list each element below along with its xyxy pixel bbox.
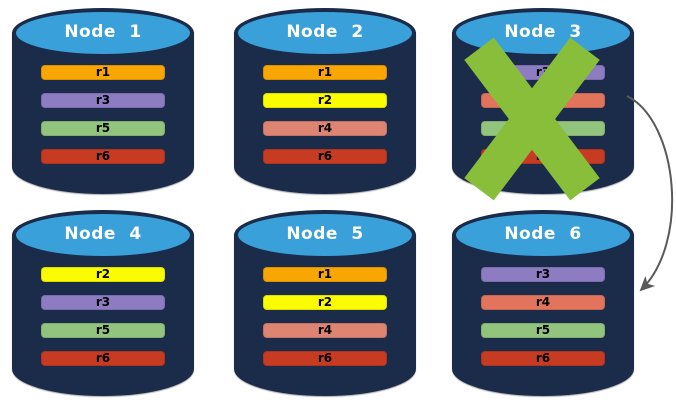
replica-label: r4 [317, 121, 333, 135]
replica-label: r5 [535, 323, 551, 337]
replica-label: r4 [535, 295, 551, 309]
replica-label: r1 [317, 65, 333, 79]
node-title: Node 3 [504, 22, 582, 42]
replica-label: r4 [535, 93, 551, 107]
node-5-cylinder: Node 5 r1 r2 r4 r6 [234, 210, 416, 396]
replica-bar: r2 [263, 295, 387, 310]
replica-label: r2 [317, 295, 333, 309]
replica-bar: r6 [263, 149, 387, 164]
database-cylinder-body [12, 32, 194, 194]
replica-bar: r6 [41, 351, 165, 366]
replica-bar: r4 [263, 323, 387, 338]
database-cylinder-top: Node 2 [234, 8, 416, 58]
node-2-cylinder: Node 2 r1 r2 r4 r6 [234, 8, 416, 194]
replica-list: r1 r2 r4 r6 [263, 65, 387, 164]
replica-label: r2 [95, 267, 111, 281]
node-title: Node 5 [286, 224, 364, 244]
replica-label: r1 [95, 65, 111, 79]
replica-bar: r5 [481, 121, 605, 136]
database-cylinder-top: Node 4 [12, 210, 194, 260]
replica-label: r3 [535, 65, 551, 79]
database-cylinder-top: Node 5 [234, 210, 416, 260]
replica-bar: r1 [263, 267, 387, 282]
node-4-cylinder: Node 4 r2 r3 r5 r6 [12, 210, 194, 396]
database-cylinder-body [234, 234, 416, 396]
replica-label: r1 [317, 267, 333, 281]
replica-bar: r6 [41, 149, 165, 164]
replica-label: r5 [95, 323, 111, 337]
node-title: Node 2 [286, 22, 364, 42]
replica-label: r6 [535, 351, 551, 365]
replica-label: r6 [317, 149, 333, 163]
replica-list: r1 r3 r5 r6 [41, 65, 165, 164]
replica-bar: r3 [41, 93, 165, 108]
replica-label: r2 [317, 93, 333, 107]
database-cylinder-top: Node 6 [452, 210, 634, 260]
replica-bar: r2 [41, 267, 165, 282]
replica-bar: r3 [481, 65, 605, 80]
database-cylinder-top: Node 3 [452, 8, 634, 58]
database-cylinder-body [12, 234, 194, 396]
replica-bar: r3 [41, 295, 165, 310]
replica-list: r3 r4 r5 r6 [481, 267, 605, 366]
node-title: Node 1 [64, 22, 142, 42]
replica-bar: r5 [481, 323, 605, 338]
node-title: Node 6 [504, 224, 582, 244]
replica-list: r2 r3 r5 r6 [41, 267, 165, 366]
database-cylinder-body [234, 32, 416, 194]
replica-bar: r3 [481, 267, 605, 282]
database-cylinder-body [452, 234, 634, 396]
replica-bar: r1 [263, 65, 387, 80]
replica-bar: r4 [263, 121, 387, 136]
replica-label: r3 [535, 267, 551, 281]
replica-label: r3 [95, 295, 111, 309]
replica-bar: r6 [481, 351, 605, 366]
replica-label: r6 [535, 149, 551, 163]
node-title: Node 4 [64, 224, 142, 244]
replica-bar: r4 [481, 93, 605, 108]
replica-bar: r1 [41, 65, 165, 80]
node-1-cylinder: Node 1 r1 r3 r5 r6 [12, 8, 194, 194]
replica-bar: r5 [41, 121, 165, 136]
node-3-cylinder: Node 3 r3 r4 r5 r6 [452, 8, 634, 201]
replica-list: r1 r2 r4 r6 [263, 267, 387, 366]
replica-label: r6 [95, 149, 111, 163]
replica-bar: r2 [263, 93, 387, 108]
replica-bar: r6 [263, 351, 387, 366]
replica-label: r6 [95, 351, 111, 365]
replica-label: r5 [95, 121, 111, 135]
node-6-cylinder: Node 6 r3 r4 r5 r6 [452, 210, 634, 396]
replica-label: r3 [95, 93, 111, 107]
replica-bar: r4 [481, 295, 605, 310]
database-cylinder-top: Node 1 [12, 8, 194, 58]
replica-label: r5 [535, 121, 551, 135]
replica-bar: r5 [41, 323, 165, 338]
replica-list: r3 r4 r5 r6 [481, 65, 605, 164]
replica-bar: r6 [481, 149, 605, 164]
replica-label: r6 [317, 351, 333, 365]
replica-label: r4 [317, 323, 333, 337]
